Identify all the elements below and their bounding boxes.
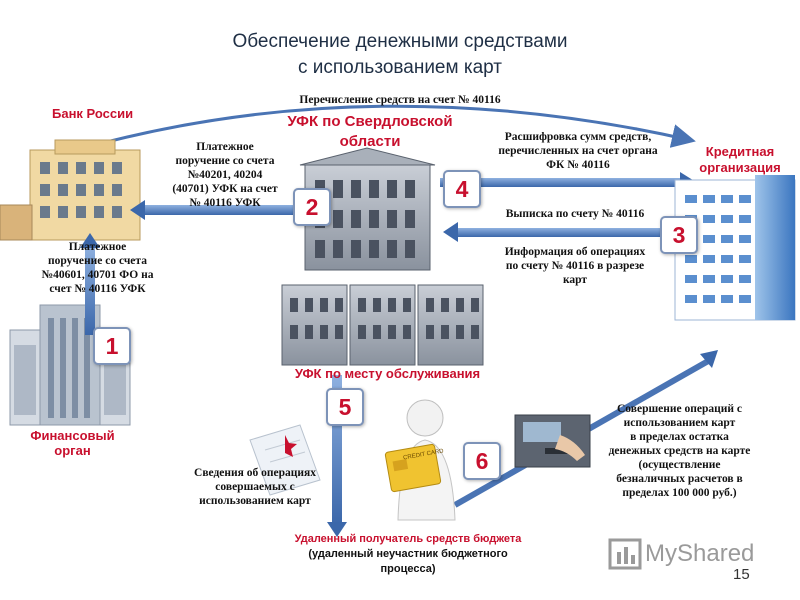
text-line: перечисленных на счет органа: [498, 145, 658, 157]
label-bank-russia: Банк России: [52, 106, 134, 121]
text-operations-data: Сведения об операциях совершаемых с испо…: [180, 466, 330, 508]
arc-arrow-transfer: [94, 104, 696, 148]
text-line: Совершение операций с: [616, 403, 742, 415]
atm-icon: [514, 414, 591, 468]
arrow-step1: [85, 245, 95, 335]
text-line: карт: [562, 274, 588, 286]
arrow-step5: [332, 375, 342, 525]
step-badge-4: 4: [443, 170, 481, 208]
bank-building-icon: [0, 139, 141, 241]
text-transfer-top: Перечисление средств на счет № 40116: [299, 94, 501, 106]
text-line: пределах 100 000 руб.): [622, 487, 737, 499]
text-line: использованием карт: [623, 417, 736, 429]
text-line: Платежное: [196, 141, 254, 153]
text-line: по счету № 40116 в разрезе: [505, 260, 645, 272]
label-recipient-line1: Удаленный получатель средств бюджета: [294, 533, 522, 545]
step-badge-1: 1: [93, 327, 131, 365]
label-recipient: Удаленный получатель средств бюджета (уд…: [278, 532, 538, 577]
office-building-icon: [9, 304, 131, 426]
text-statement: Выписка по счету № 40116: [505, 208, 645, 220]
arrow-step4: [440, 178, 680, 187]
step-badge-6: 6: [463, 442, 501, 480]
text-line: совершаемых с: [215, 481, 295, 493]
text-line: поручение со счета: [175, 155, 275, 167]
text-line: Платежное: [68, 241, 127, 253]
label-credit-org: Кредитная организация: [699, 144, 781, 175]
arrow-step2: [145, 205, 295, 215]
text-line: поручение со счета: [48, 255, 147, 267]
document-icon: [249, 424, 321, 496]
text-line: № 40116 УФК: [189, 197, 261, 209]
text-line: Информация об операциях: [504, 246, 646, 258]
person-card-icon: [384, 399, 456, 521]
text-payment-order-ufk: Платежное поручение со счета №40201, 402…: [150, 140, 300, 210]
text-line: счет № 40116 УФК: [49, 283, 146, 295]
local-buildings-icon: [281, 284, 484, 366]
label-fin-organ: Финансовый орган: [15, 428, 130, 458]
text-line: №40201, 40204: [187, 169, 263, 181]
text-card-operations: Совершение операций с использованием кар…: [592, 402, 767, 500]
text-operations-info: Информация об операциях по счету № 40116…: [485, 245, 665, 287]
page-number: 15: [733, 566, 750, 583]
text-decoding: Расшифровка сумм средств, перечисленных …: [478, 130, 678, 172]
label-ufk-local: УФК по месту обслуживания: [294, 366, 481, 381]
text-line: ФК № 40116: [546, 159, 610, 171]
text-line: (40701) УФК на счет: [172, 183, 278, 195]
text-line: в пределах остатка: [630, 431, 729, 443]
label-recipient-line3: процесса): [380, 563, 436, 575]
watermark-text: MyShared: [645, 540, 755, 567]
text-line: использованием карт: [199, 495, 311, 507]
myshared-logo-icon: [608, 538, 642, 570]
label-fin-organ-line2: орган: [54, 443, 91, 458]
label-fin-organ-line1: Финансовый: [30, 428, 115, 443]
step-badge-3: 3: [660, 216, 698, 254]
text-line: (осуществление: [638, 459, 721, 471]
arrow-step3: [458, 228, 673, 237]
step-badge-5: 5: [326, 388, 364, 426]
page-title-line1: Обеспечение денежными средствами: [232, 31, 568, 52]
text-line: денежных средств на карте: [608, 445, 751, 457]
label-ufk-region: УФК по Свердловской области: [287, 113, 453, 150]
label-recipient-line2: (удаленный неучастник бюджетного: [308, 548, 508, 560]
step-badge-2: 2: [293, 188, 331, 226]
text-line: Расшифровка сумм средств,: [504, 131, 652, 143]
text-payment-order-fo: Платежное поручение со счета №40601, 407…: [25, 240, 170, 296]
text-line: №40601, 40701 ФО на: [41, 269, 154, 281]
text-line: Сведения об операциях: [194, 467, 316, 479]
page-title-line2: с использованием карт: [298, 57, 502, 78]
text-line: безналичных расчетов в: [616, 473, 743, 485]
